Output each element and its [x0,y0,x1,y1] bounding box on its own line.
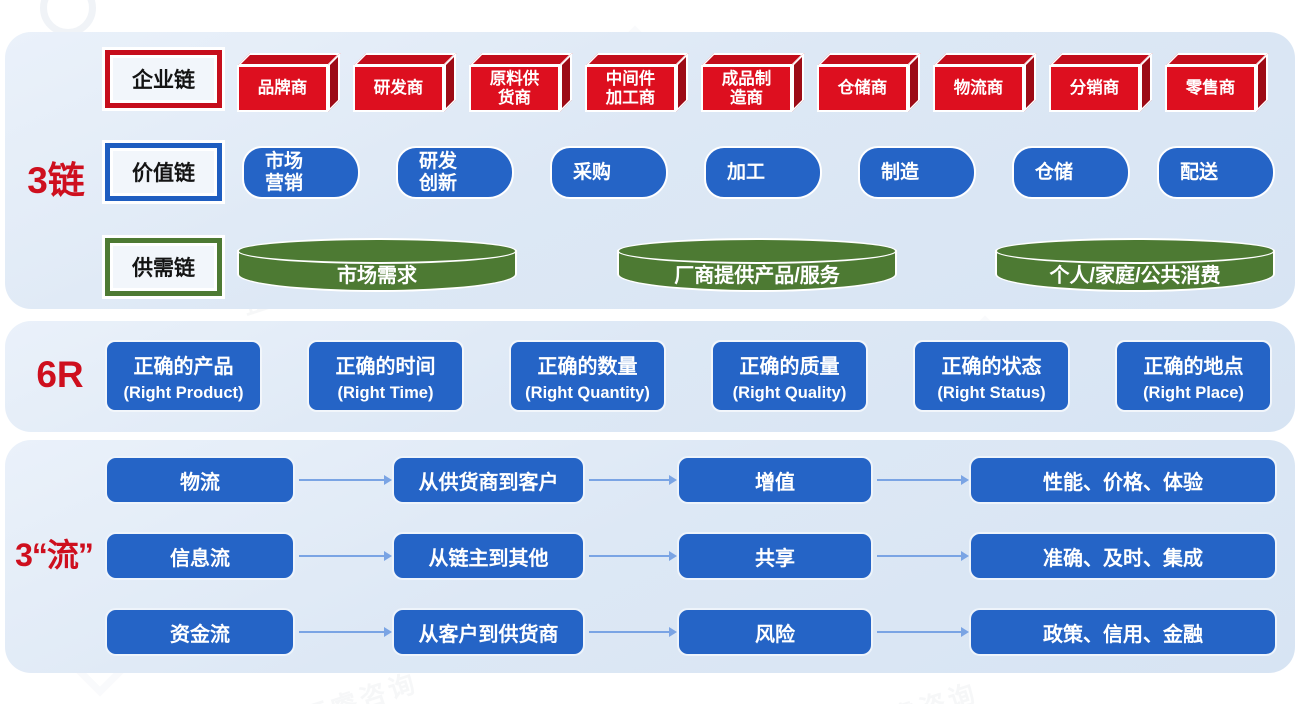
flow-box-accurate-timely-integrated: 准确、及时、集成 [969,532,1277,580]
enterprise-box-warehousing: 仓储商 [817,53,921,112]
cylinder-label: 个人/家庭/公共消费 [1049,264,1221,287]
cylinder-label: 市场需求 [337,264,417,287]
flow-box-customer-to-supplier: 从客户到供货商 [392,608,585,656]
six-r-zh: 正确的时间 [335,355,436,378]
value-cylinder-warehousing: 仓储 [1012,146,1130,199]
flow-box-value-add: 增值 [677,456,873,504]
box-front-face: 品牌商 [237,65,328,112]
flow-box-chain-leader-to-others: 从链主到其他 [392,532,585,580]
box-front-face: 分销商 [1049,65,1140,112]
box-front-face: 成品制 造商 [701,65,792,112]
box-side-face [792,53,804,112]
value-cylinder-procurement: 采购 [550,146,668,199]
flow-box-logistics: 物流 [105,456,295,504]
arrow-head-icon [961,475,969,485]
flow-arrow [877,551,969,561]
six-r-box-place: 正确的地点 (Right Place) [1115,340,1272,412]
section-label-3-flows: 3“流” [15,537,94,573]
six-r-box-product: 正确的产品 (Right Product) [105,340,262,412]
arrow-head-icon [961,627,969,637]
six-r-en: (Right Quality) [732,383,847,402]
value-cylinder-manufacturing: 制造 [858,146,976,199]
enterprise-box-manufacturer: 成品制 造商 [701,53,805,112]
cylinder-label: 厂商提供产品/服务 [674,264,840,287]
six-r-box-quantity: 正确的数量 (Right Quantity) [509,340,666,412]
watermark-logo-circle [40,0,96,36]
box-side-face [1024,53,1036,112]
six-r-en: (Right Place) [1143,383,1244,402]
six-r-en: (Right Status) [937,383,1046,402]
value-chain-label: 价值链 [105,143,222,201]
section-label-3-chains: 3链 [27,160,85,201]
flow-arrow [877,627,969,637]
supply-cylinder-consumption: 个人/家庭/公共消费 [995,238,1275,292]
flow-box-risk: 风险 [677,608,873,656]
value-cylinder-processing: 加工 [704,146,822,199]
box-side-face [1256,53,1268,112]
enterprise-box-intermediate: 中间件 加工商 [585,53,689,112]
enterprise-box-raw-material: 原料供 货商 [469,53,573,112]
six-r-zh: 正确的状态 [941,355,1042,378]
six-r-box-status: 正确的状态 (Right Status) [913,340,1070,412]
value-cylinder-innovation: 研发 创新 [396,146,514,199]
enterprise-box-distributor: 分销商 [1049,53,1153,112]
box-front-face: 物流商 [933,65,1024,112]
cylinder-top [237,238,517,264]
watermark-text: 正睿咨询 [857,672,983,704]
box-side-face [1140,53,1152,112]
enterprise-box-logistics: 物流商 [933,53,1037,112]
cylinder-top [617,238,897,264]
enterprise-box-rnd: 研发商 [353,53,457,112]
supply-cylinder-products-services: 厂商提供产品/服务 [617,238,897,292]
arrow-head-icon [384,627,392,637]
flow-box-performance-price-experience: 性能、价格、体验 [969,456,1277,504]
arrow-head-icon [384,551,392,561]
flow-box-supplier-to-customer: 从供货商到客户 [392,456,585,504]
flow-arrow [589,627,677,637]
arrow-head-icon [669,475,677,485]
six-r-en: (Right Time) [337,383,434,402]
box-front-face: 零售商 [1165,65,1256,112]
value-cylinder-marketing: 市场 营销 [242,146,360,199]
enterprise-box-retailer: 零售商 [1165,53,1269,112]
box-side-face [444,53,456,112]
flow-box-sharing: 共享 [677,532,873,580]
value-cylinder-delivery: 配送 [1157,146,1275,199]
section-label-6r: 6R [36,354,84,395]
flow-box-information: 信息流 [105,532,295,580]
box-front-face: 研发商 [353,65,444,112]
supply-cylinder-market-demand: 市场需求 [237,238,517,292]
supply-demand-chain-label: 供需链 [105,238,222,296]
enterprise-chain-label: 企业链 [105,50,222,108]
six-r-zh: 正确的产品 [133,355,234,378]
six-r-en: (Right Product) [123,383,244,402]
cylinder-top [995,238,1275,264]
box-side-face [328,53,340,112]
enterprise-box-brand: 品牌商 [237,53,341,112]
six-r-zh: 正确的地点 [1143,355,1244,378]
arrow-head-icon [961,551,969,561]
six-r-box-quality: 正确的质量 (Right Quality) [711,340,868,412]
box-side-face [676,53,688,112]
arrow-head-icon [669,551,677,561]
flow-arrow [299,551,392,561]
six-r-en: (Right Quantity) [525,383,650,402]
box-side-face [560,53,572,112]
box-front-face: 仓储商 [817,65,908,112]
six-r-zh: 正确的数量 [537,355,638,378]
flow-arrow [299,627,392,637]
flow-box-capital: 资金流 [105,608,295,656]
box-front-face: 中间件 加工商 [585,65,676,112]
flow-arrow [877,475,969,485]
six-r-box-time: 正确的时间 (Right Time) [307,340,464,412]
flow-arrow [589,475,677,485]
arrow-head-icon [384,475,392,485]
box-front-face: 原料供 货商 [469,65,560,112]
arrow-head-icon [669,627,677,637]
flow-box-policy-credit-finance: 政策、信用、金融 [969,608,1277,656]
box-side-face [908,53,920,112]
six-r-zh: 正确的质量 [739,355,840,378]
flow-arrow [589,551,677,561]
flow-arrow [299,475,392,485]
